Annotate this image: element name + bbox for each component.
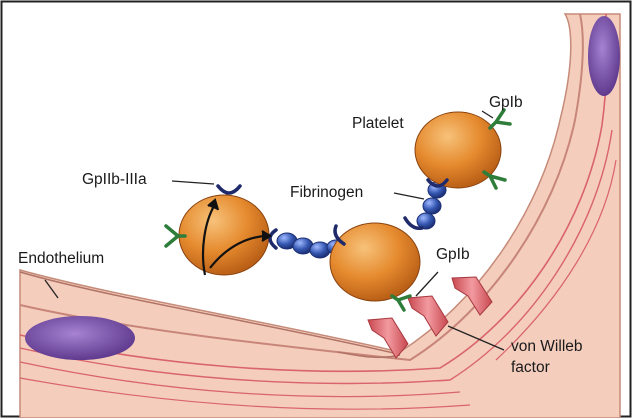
- label-fibrinogen: Fibrinogen: [290, 184, 363, 201]
- endothelial-nucleus-right: [588, 16, 620, 96]
- label-vwf-line1: von Willeb: [511, 338, 583, 355]
- label-gpib-top: GpIb: [489, 94, 523, 111]
- label-gpib-bottom: GpIb: [436, 246, 470, 263]
- label-vwf-line2: factor: [511, 359, 550, 376]
- label-platelet: Platelet: [352, 115, 404, 132]
- endothelial-nucleus: [25, 316, 135, 360]
- platelet-bottom: [330, 223, 420, 301]
- label-endothelium: Endothelium: [18, 250, 104, 267]
- platelet-left: [179, 195, 269, 275]
- label-gpiib-iiia: GpIIb-IIIa: [82, 171, 147, 188]
